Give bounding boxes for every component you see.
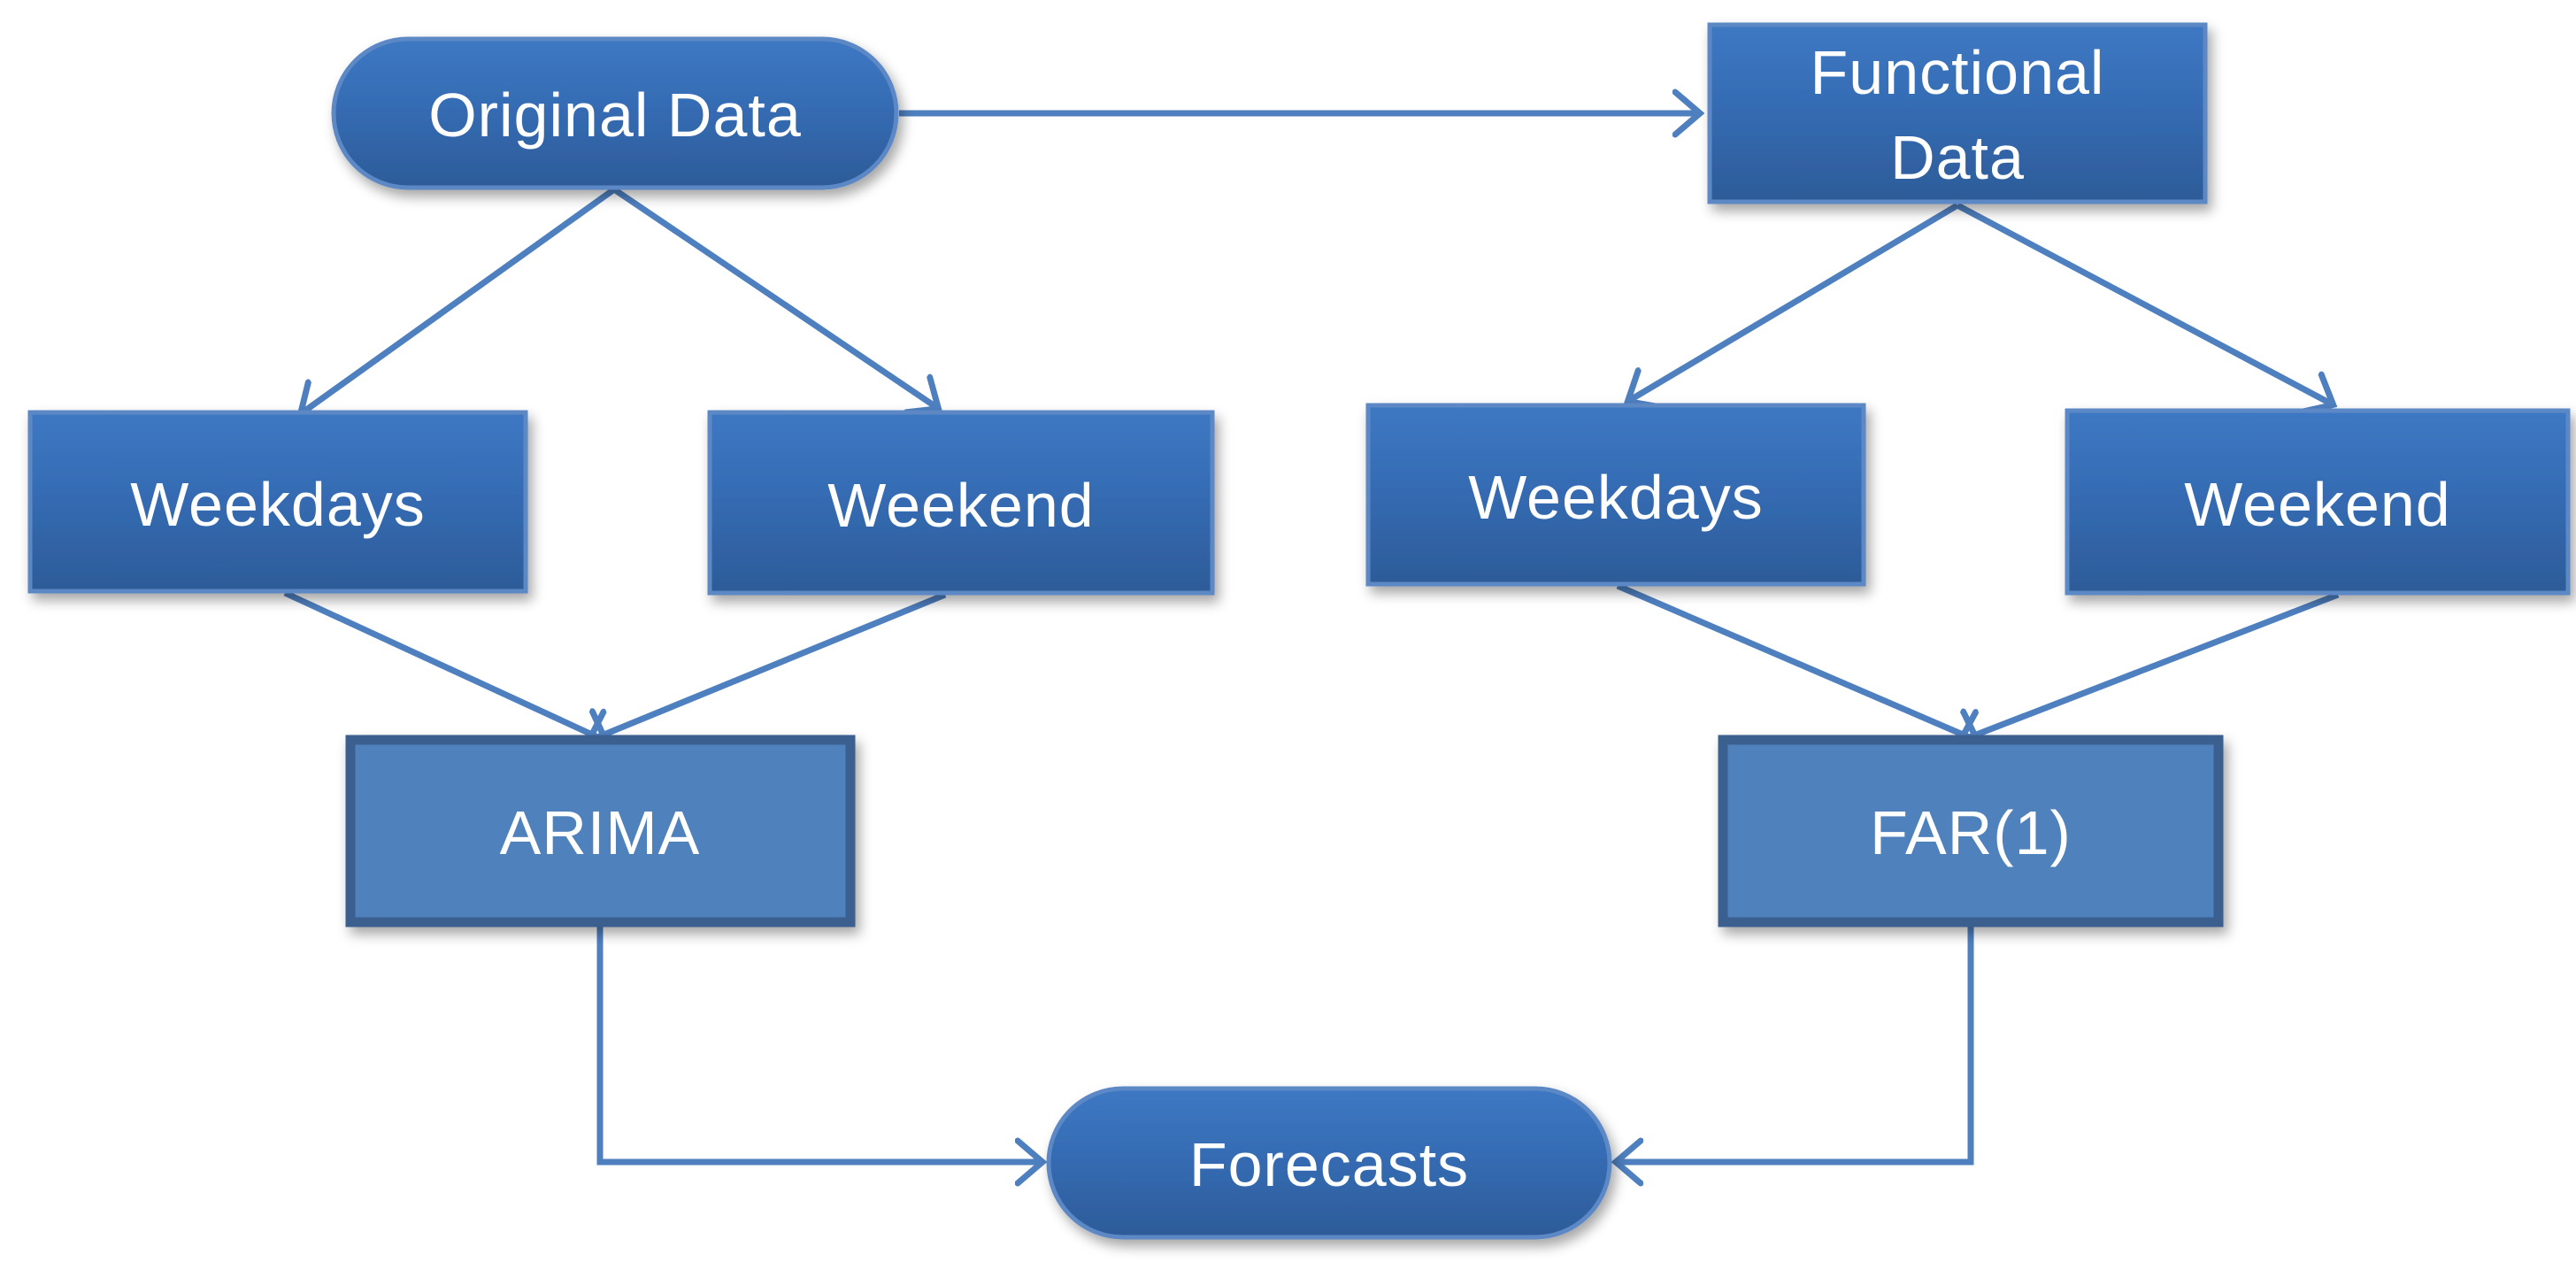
edge-original-data-to-weekend-left bbox=[612, 187, 936, 407]
node-arima-label: ARIMA bbox=[500, 798, 701, 867]
node-far1: FAR(1) bbox=[1718, 735, 2224, 927]
node-weekend-left-label: Weekend bbox=[827, 471, 1094, 540]
edge-weekend-right-to-far1 bbox=[1963, 591, 2340, 740]
node-functional-data-label-line1: Functional bbox=[1811, 38, 2105, 107]
edge-weekdays-left-to-arima bbox=[283, 589, 604, 740]
node-weekdays-left-shape bbox=[27, 410, 528, 594]
node-weekend-right: Weekend bbox=[2065, 408, 2571, 596]
node-forecasts-label: Forecasts bbox=[1189, 1130, 1469, 1199]
node-original-data-shape bbox=[331, 36, 899, 190]
node-functional-data-shape bbox=[1707, 22, 2208, 204]
edge-weekend-left-to-arima bbox=[591, 591, 947, 740]
node-functional-data: Functional Data bbox=[1707, 22, 2208, 204]
node-weekdays-right-shape bbox=[1365, 403, 1866, 587]
edge-functional-data-to-weekend-right bbox=[1956, 202, 2331, 404]
node-weekend-left: Weekend bbox=[707, 410, 1215, 596]
node-forecasts-shape bbox=[1046, 1086, 1612, 1240]
node-arima-shape bbox=[345, 735, 856, 927]
node-weekend-left-shape bbox=[707, 410, 1215, 596]
node-weekdays-left: Weekdays bbox=[27, 410, 528, 594]
node-original-data: Original Data bbox=[331, 36, 899, 190]
node-far1-shape bbox=[1718, 735, 2224, 927]
edge-far1-to-forecasts bbox=[1619, 924, 1974, 1162]
node-weekend-right-label: Weekend bbox=[2184, 470, 2450, 539]
edge-weekdays-right-to-far1 bbox=[1616, 582, 1975, 740]
node-functional-data-label-line2: Data bbox=[1890, 123, 2025, 192]
edge-arima-to-forecasts bbox=[596, 924, 1040, 1162]
node-forecasts: Forecasts bbox=[1046, 1086, 1612, 1240]
node-weekend-right-shape bbox=[2065, 408, 2571, 596]
node-weekdays-right: Weekdays bbox=[1365, 403, 1866, 587]
node-weekdays-right-label: Weekdays bbox=[1468, 463, 1764, 532]
edge-functional-data-to-weekdays-right bbox=[1630, 202, 1959, 400]
node-arima: ARIMA bbox=[345, 735, 856, 927]
node-far1-label: FAR(1) bbox=[1870, 798, 2072, 867]
node-weekdays-left-label: Weekdays bbox=[130, 470, 426, 539]
node-original-data-label: Original Data bbox=[428, 81, 802, 150]
edge-original-data-to-weekdays-left bbox=[303, 187, 617, 412]
